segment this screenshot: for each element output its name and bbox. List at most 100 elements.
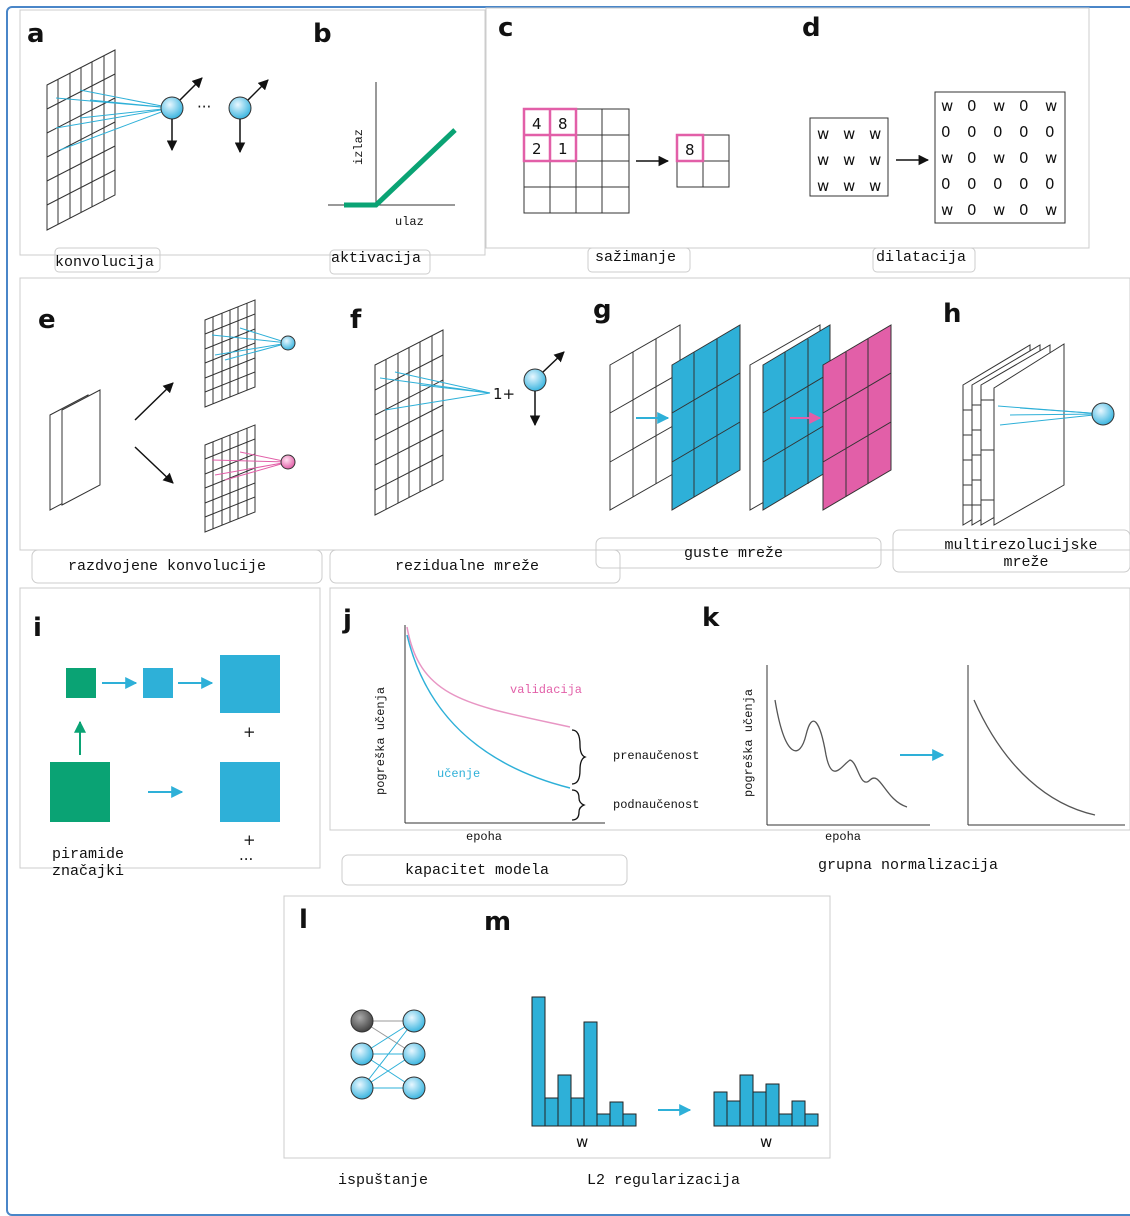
- dilation-big-cell: w: [993, 201, 1005, 219]
- dilation-small-cell: w: [843, 151, 855, 169]
- panel-letter-a: a: [27, 19, 45, 49]
- caption-k: grupna normalizacija: [818, 857, 998, 874]
- dilation-small-cell: w: [817, 177, 829, 195]
- training-label: učenje: [437, 767, 480, 781]
- caption-c: sažimanje: [595, 249, 676, 266]
- dilation-small-cell: w: [843, 177, 855, 195]
- pool-out-cell: 8: [685, 141, 695, 159]
- dilation-small-cell: w: [843, 125, 855, 143]
- panel-letter-h: h: [943, 299, 962, 329]
- pool-cell-1: 4: [532, 115, 542, 133]
- caption-box-c: [587, 247, 691, 273]
- dilation-big-cell: 0: [1019, 97, 1029, 115]
- pool-cell-3: 2: [532, 140, 542, 158]
- dilation-small-cell: w: [869, 125, 881, 143]
- dilation-big-cell: 0: [1045, 123, 1055, 141]
- panel-letter-e: e: [38, 305, 56, 335]
- panel-letter-g: g: [593, 295, 612, 325]
- panel-i-box: [19, 587, 321, 869]
- panel-letter-l: l: [299, 905, 308, 935]
- caption-b: aktivacija: [331, 250, 421, 267]
- feature-pyramid-diagram: + + ...: [50, 655, 280, 864]
- dilation-big-cell: w: [993, 149, 1005, 167]
- multires-diagram: [962, 343, 1115, 526]
- caption-e: razdvojene konvolucije: [68, 558, 266, 575]
- dilation-big-cell: 0: [1045, 175, 1055, 193]
- dilation-big-cell: 0: [967, 149, 977, 167]
- dilation-big-cell: w: [941, 201, 953, 219]
- pyramid-plus-1: +: [243, 723, 256, 741]
- caption-i-line2: značajki: [52, 863, 124, 880]
- dilation-big-cell: 0: [967, 175, 977, 193]
- caption-d: dilatacija: [876, 249, 966, 266]
- caption-j: kapacitet modela: [405, 862, 549, 879]
- caption-f: rezidualne mreže: [395, 558, 539, 575]
- dilation-big-cell: 0: [993, 123, 1003, 141]
- dilation-big-cell: w: [1045, 149, 1057, 167]
- convolution-diagram: ···: [46, 49, 269, 231]
- caption-l: ispuštanje: [338, 1172, 428, 1189]
- k-xlabel: epoha: [825, 830, 861, 844]
- separable-conv-diagram: [49, 299, 296, 533]
- panel-j-k-box: [329, 587, 1130, 831]
- b-xlabel: ulaz: [395, 215, 424, 229]
- residual-diagram: 1+: [374, 329, 565, 516]
- dropout-diagram: [350, 1009, 426, 1100]
- dilation-big-cell: w: [1045, 201, 1057, 219]
- l2-diagram: w w: [531, 996, 819, 1151]
- panel-c-d-box: [485, 7, 1090, 249]
- pool-cell-2: 8: [558, 115, 568, 133]
- dilation-big-cell: w: [1045, 97, 1057, 115]
- overfit-label: prenaučenost: [613, 749, 699, 763]
- dilation-small-cell: w: [817, 125, 829, 143]
- panel-letter-b: b: [313, 19, 332, 49]
- validation-label: validacija: [510, 683, 582, 697]
- pooling-diagram: 4 8 2 1 8: [522, 107, 730, 214]
- dilation-small-cell: w: [869, 151, 881, 169]
- caption-box-g: [595, 537, 882, 569]
- panel-l-m-box: [283, 895, 831, 1159]
- k-ylabel: pogreška učenja: [742, 689, 756, 797]
- dilation-small-cell: w: [817, 151, 829, 169]
- panel-letter-f: f: [350, 305, 362, 335]
- dilation-big-cell: w: [993, 97, 1005, 115]
- dilation-big-cell: 0: [967, 201, 977, 219]
- caption-m: L2 regularizacija: [587, 1172, 740, 1189]
- panel-letter-m: m: [484, 907, 511, 937]
- pyramid-plus-2: +: [243, 831, 256, 849]
- caption-a: konvolucija: [55, 254, 154, 271]
- capacity-plot: validacija učenje prenaučenost podnaučen…: [374, 625, 699, 844]
- m-w-label-2: w: [760, 1133, 772, 1151]
- m-w-label-1: w: [576, 1133, 588, 1151]
- caption-box-h: [892, 529, 1130, 573]
- caption-box-j: [341, 854, 628, 886]
- b-ylabel: izlaz: [352, 129, 366, 165]
- dilation-big-cell: 0: [1019, 123, 1029, 141]
- neuron-icon: [160, 96, 184, 120]
- caption-h-line1: multirezolucijske: [944, 537, 1097, 554]
- dilation-big-cell: w: [941, 149, 953, 167]
- dilation-big-cell: 0: [941, 123, 951, 141]
- caption-box-e: [31, 549, 323, 584]
- residual-plus: 1+: [493, 385, 515, 403]
- dilation-big-cell: w: [941, 97, 953, 115]
- j-ylabel: pogreška učenja: [374, 687, 388, 795]
- caption-i-line1: piramide: [52, 846, 124, 863]
- training-curve: [406, 634, 571, 789]
- dense-net-diagram: [609, 324, 892, 511]
- dilation-big-cell: 0: [1019, 149, 1029, 167]
- panel-letter-j: j: [342, 605, 352, 635]
- caption-box-a: [54, 247, 161, 273]
- panel-letter-k: k: [702, 603, 720, 633]
- underfit-label: podnaučenost: [613, 798, 699, 812]
- dilation-big-cell: 0: [941, 175, 951, 193]
- activation-plot: izlaz ulaz: [328, 82, 457, 229]
- dilation-big-cell: 0: [1019, 201, 1029, 219]
- caption-box-f: [329, 549, 621, 584]
- j-xlabel: epoha: [466, 830, 502, 844]
- panel-letter-c: c: [498, 13, 513, 43]
- validation-curve: [406, 626, 571, 728]
- neuron-icon-2: [228, 96, 252, 120]
